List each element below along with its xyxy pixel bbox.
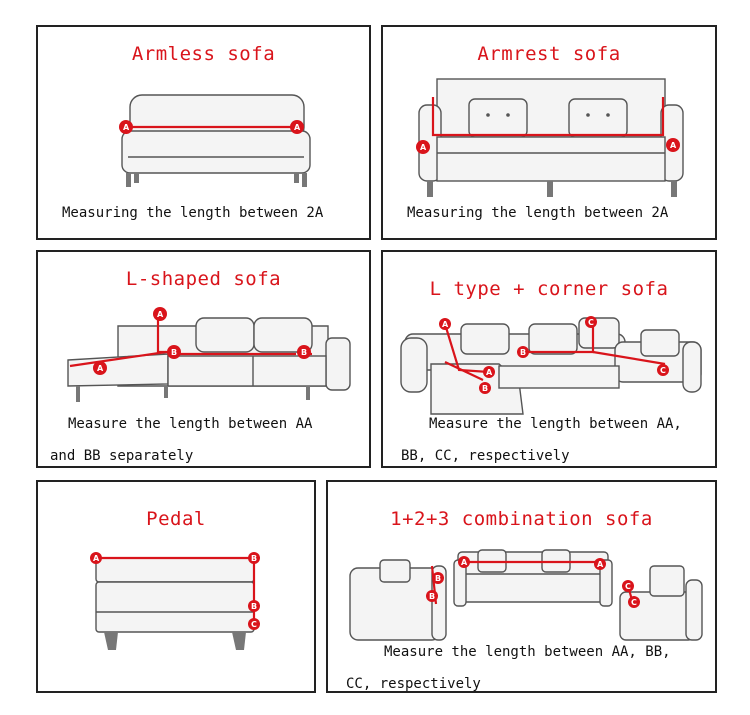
svg-text:A: A bbox=[597, 560, 604, 569]
marker-b-bottom: B bbox=[426, 590, 438, 602]
svg-text:B: B bbox=[171, 348, 177, 357]
svg-text:A: A bbox=[93, 554, 100, 563]
svg-text:B: B bbox=[435, 574, 441, 583]
svg-text:B: B bbox=[251, 602, 257, 611]
svg-text:A: A bbox=[670, 141, 677, 150]
svg-text:C: C bbox=[625, 582, 631, 591]
marker-a-top: A bbox=[439, 318, 451, 330]
marker-a-left: A bbox=[93, 361, 107, 375]
marker-b-left: B bbox=[167, 345, 181, 359]
armless-sofa-panel: Armless sofa A A Measuring the length be… bbox=[36, 25, 371, 240]
marker-c-top: C bbox=[585, 316, 597, 328]
l-type-corner-sofa-caption-line1: Measure the length between AA, bbox=[429, 416, 682, 432]
combination-sofa-illustration: A A B B C C bbox=[349, 549, 703, 641]
marker-c: C bbox=[248, 618, 260, 630]
marker-a-left: A bbox=[119, 120, 133, 134]
svg-text:C: C bbox=[251, 620, 257, 629]
svg-text:C: C bbox=[631, 598, 637, 607]
l-type-corner-sofa-panel: L type + corner sofa A A B B C C Measure… bbox=[381, 250, 717, 468]
svg-text:A: A bbox=[123, 123, 130, 132]
svg-text:B: B bbox=[482, 384, 488, 393]
marker-a-right: A bbox=[666, 138, 680, 152]
svg-text:B: B bbox=[251, 554, 257, 563]
marker-a: A bbox=[90, 552, 102, 564]
marker-b-top: B bbox=[248, 552, 260, 564]
marker-a-left: A bbox=[416, 140, 430, 154]
svg-text:B: B bbox=[520, 348, 526, 357]
armless-sofa-illustration: A A bbox=[119, 94, 311, 187]
l-type-corner-sofa-illustration: A A B B C C bbox=[400, 316, 702, 415]
l-shaped-sofa-panel: L-shaped sofa A A B B Measure the length… bbox=[36, 250, 371, 468]
pedal-illustration: A B B C bbox=[90, 552, 260, 650]
marker-a-left: A bbox=[458, 556, 470, 568]
svg-text:A: A bbox=[97, 364, 104, 373]
armrest-sofa-panel: Armrest sofa A A Measuring the length be… bbox=[381, 25, 717, 240]
svg-text:A: A bbox=[442, 320, 449, 329]
svg-text:A: A bbox=[486, 368, 493, 377]
marker-b-right: B bbox=[297, 345, 311, 359]
armless-sofa-caption: Measuring the length between 2A bbox=[62, 205, 324, 221]
l-shaped-sofa-caption-line2: and BB separately bbox=[50, 448, 194, 464]
marker-c-bottom: C bbox=[628, 596, 640, 608]
svg-text:A: A bbox=[420, 143, 427, 152]
l-shaped-sofa-illustration: A A B B bbox=[67, 307, 351, 402]
marker-a-top: A bbox=[153, 307, 167, 321]
svg-text:B: B bbox=[429, 592, 435, 601]
marker-c-top: C bbox=[622, 580, 634, 592]
svg-text:C: C bbox=[588, 318, 594, 327]
svg-text:A: A bbox=[294, 123, 301, 132]
l-type-corner-sofa-title: L type + corner sofa bbox=[429, 278, 669, 300]
marker-b-right: B bbox=[517, 346, 529, 358]
armless-sofa-title: Armless sofa bbox=[131, 43, 276, 65]
l-shaped-sofa-caption-line1: Measure the length between AA bbox=[68, 416, 313, 432]
marker-a-right: A bbox=[594, 558, 606, 570]
marker-a-right: A bbox=[290, 120, 304, 134]
combination-sofa-panel: 1+2+3 combination sofa A A B B C C Measu… bbox=[326, 480, 717, 693]
svg-text:A: A bbox=[157, 310, 164, 319]
pedal-panel: Pedal A B B C bbox=[36, 480, 316, 693]
combination-sofa-caption-line2: CC, respectively bbox=[346, 676, 481, 692]
l-shaped-sofa-title: L-shaped sofa bbox=[125, 268, 282, 290]
armrest-sofa-title: Armrest sofa bbox=[477, 43, 621, 65]
armrest-sofa-illustration: A A bbox=[416, 78, 684, 197]
svg-text:A: A bbox=[461, 558, 468, 567]
svg-text:C: C bbox=[660, 366, 666, 375]
svg-text:B: B bbox=[301, 348, 307, 357]
pedal-title: Pedal bbox=[146, 508, 206, 530]
combination-sofa-caption-line1: Measure the length between AA, BB, bbox=[384, 644, 671, 660]
combination-sofa-title: 1+2+3 combination sofa bbox=[390, 508, 653, 530]
armrest-sofa-caption: Measuring the length between 2A bbox=[407, 205, 669, 221]
marker-a-bottom: A bbox=[483, 366, 495, 378]
l-type-corner-sofa-caption-line2: BB, CC, respectively bbox=[401, 448, 570, 464]
marker-b-top: B bbox=[432, 572, 444, 584]
marker-b-lower: B bbox=[248, 600, 260, 612]
marker-c-right: C bbox=[657, 364, 669, 376]
marker-b-left: B bbox=[479, 382, 491, 394]
